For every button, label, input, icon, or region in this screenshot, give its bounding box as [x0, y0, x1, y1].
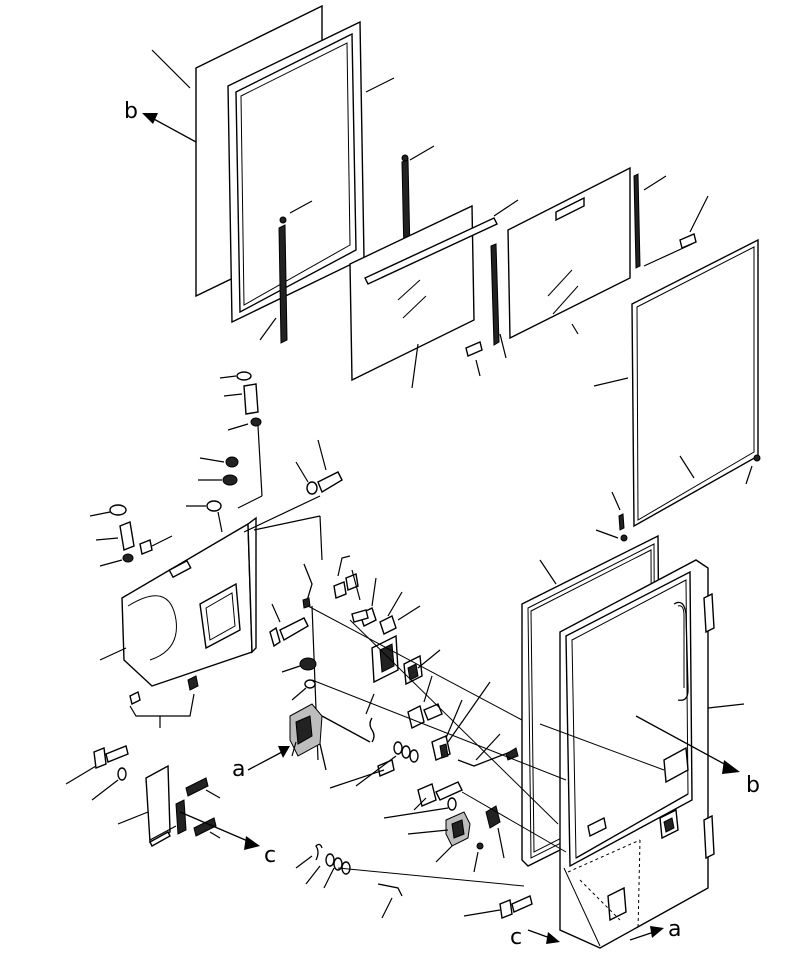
pane-bolt-right [679, 195, 709, 249]
diagonal-bolt [243, 439, 343, 561]
seal-block-3 [193, 817, 221, 839]
cable-rod [457, 733, 519, 767]
seal-block-1 [149, 799, 187, 841]
mounting-plate [371, 634, 399, 684]
cap-plug [186, 500, 223, 533]
view-arrow-c-bottom: c [510, 925, 560, 950]
panel-clip-1 [129, 675, 199, 728]
rear-large-glass [593, 238, 761, 528]
frame-seal-strip [259, 200, 313, 344]
door-hinge-upper [703, 592, 715, 634]
glass-retainer-pin [595, 491, 628, 542]
view-arrow-a-left: a [232, 746, 290, 782]
hinge-pin-assembly [431, 681, 491, 761]
alignment-lines [307, 605, 665, 887]
side-clip [139, 535, 173, 555]
lower-washer [91, 767, 127, 801]
pane-bolt-center [465, 341, 483, 377]
inner-trim-panel [99, 516, 257, 687]
door-leader-right [707, 703, 745, 709]
hinge-bolt-set [333, 555, 361, 601]
left-washer [89, 504, 127, 517]
label-b-top: b [124, 99, 138, 124]
lower-bolt [383, 781, 463, 819]
view-arrow-c-left: c [179, 811, 276, 868]
lower-latch-body [407, 811, 471, 863]
view-arrow-b-right: b [635, 715, 760, 798]
side-seal-strip [490, 243, 507, 359]
door-lock-body [289, 703, 371, 771]
thin-seal-rod [401, 145, 435, 256]
rear-seal-strip [633, 173, 693, 269]
l-bracket [117, 764, 171, 847]
upper-bolt [223, 383, 259, 415]
bushing [281, 657, 317, 673]
label-c-bottom: c [510, 925, 522, 950]
label-b-right: b [746, 773, 760, 798]
door-latch-slot [607, 886, 627, 922]
left-bolt [95, 521, 135, 551]
door-inner-bracket [587, 746, 689, 838]
door-hinge-lower [703, 814, 715, 860]
spring-clip [365, 693, 375, 743]
door-grab-handle [673, 601, 689, 701]
view-arrow-a-bottom: a [629, 917, 681, 942]
door-lock-cutout [659, 808, 679, 840]
label-a-left: a [232, 757, 245, 782]
long-bolt [269, 603, 309, 648]
label-a-bottom: a [668, 917, 681, 942]
hex-bolt-lower [65, 745, 129, 785]
door-frame [559, 559, 709, 949]
grommet-2 [198, 474, 238, 486]
view-arrow-b-top: b [124, 99, 197, 143]
door-bottom-bolt [463, 895, 533, 919]
front-glass-pane [349, 199, 519, 389]
seal-block-2 [185, 777, 221, 799]
upper-washer [219, 371, 252, 381]
label-c-left: c [264, 843, 276, 868]
left-cap [99, 553, 134, 567]
handle-knob [485, 805, 505, 859]
nut-washer-pair [351, 577, 421, 635]
snap-clip [377, 883, 403, 919]
grommet-1 [199, 456, 239, 468]
small-pin-lower [473, 842, 484, 873]
upper-cap [227, 417, 263, 509]
stud-pin [291, 679, 316, 701]
pin-and-washers [295, 843, 351, 889]
door-panel-dashed [567, 839, 641, 931]
window-rubber-frame [227, 20, 395, 324]
sliding-glass-pane [507, 166, 631, 340]
washer-stack [329, 741, 419, 789]
